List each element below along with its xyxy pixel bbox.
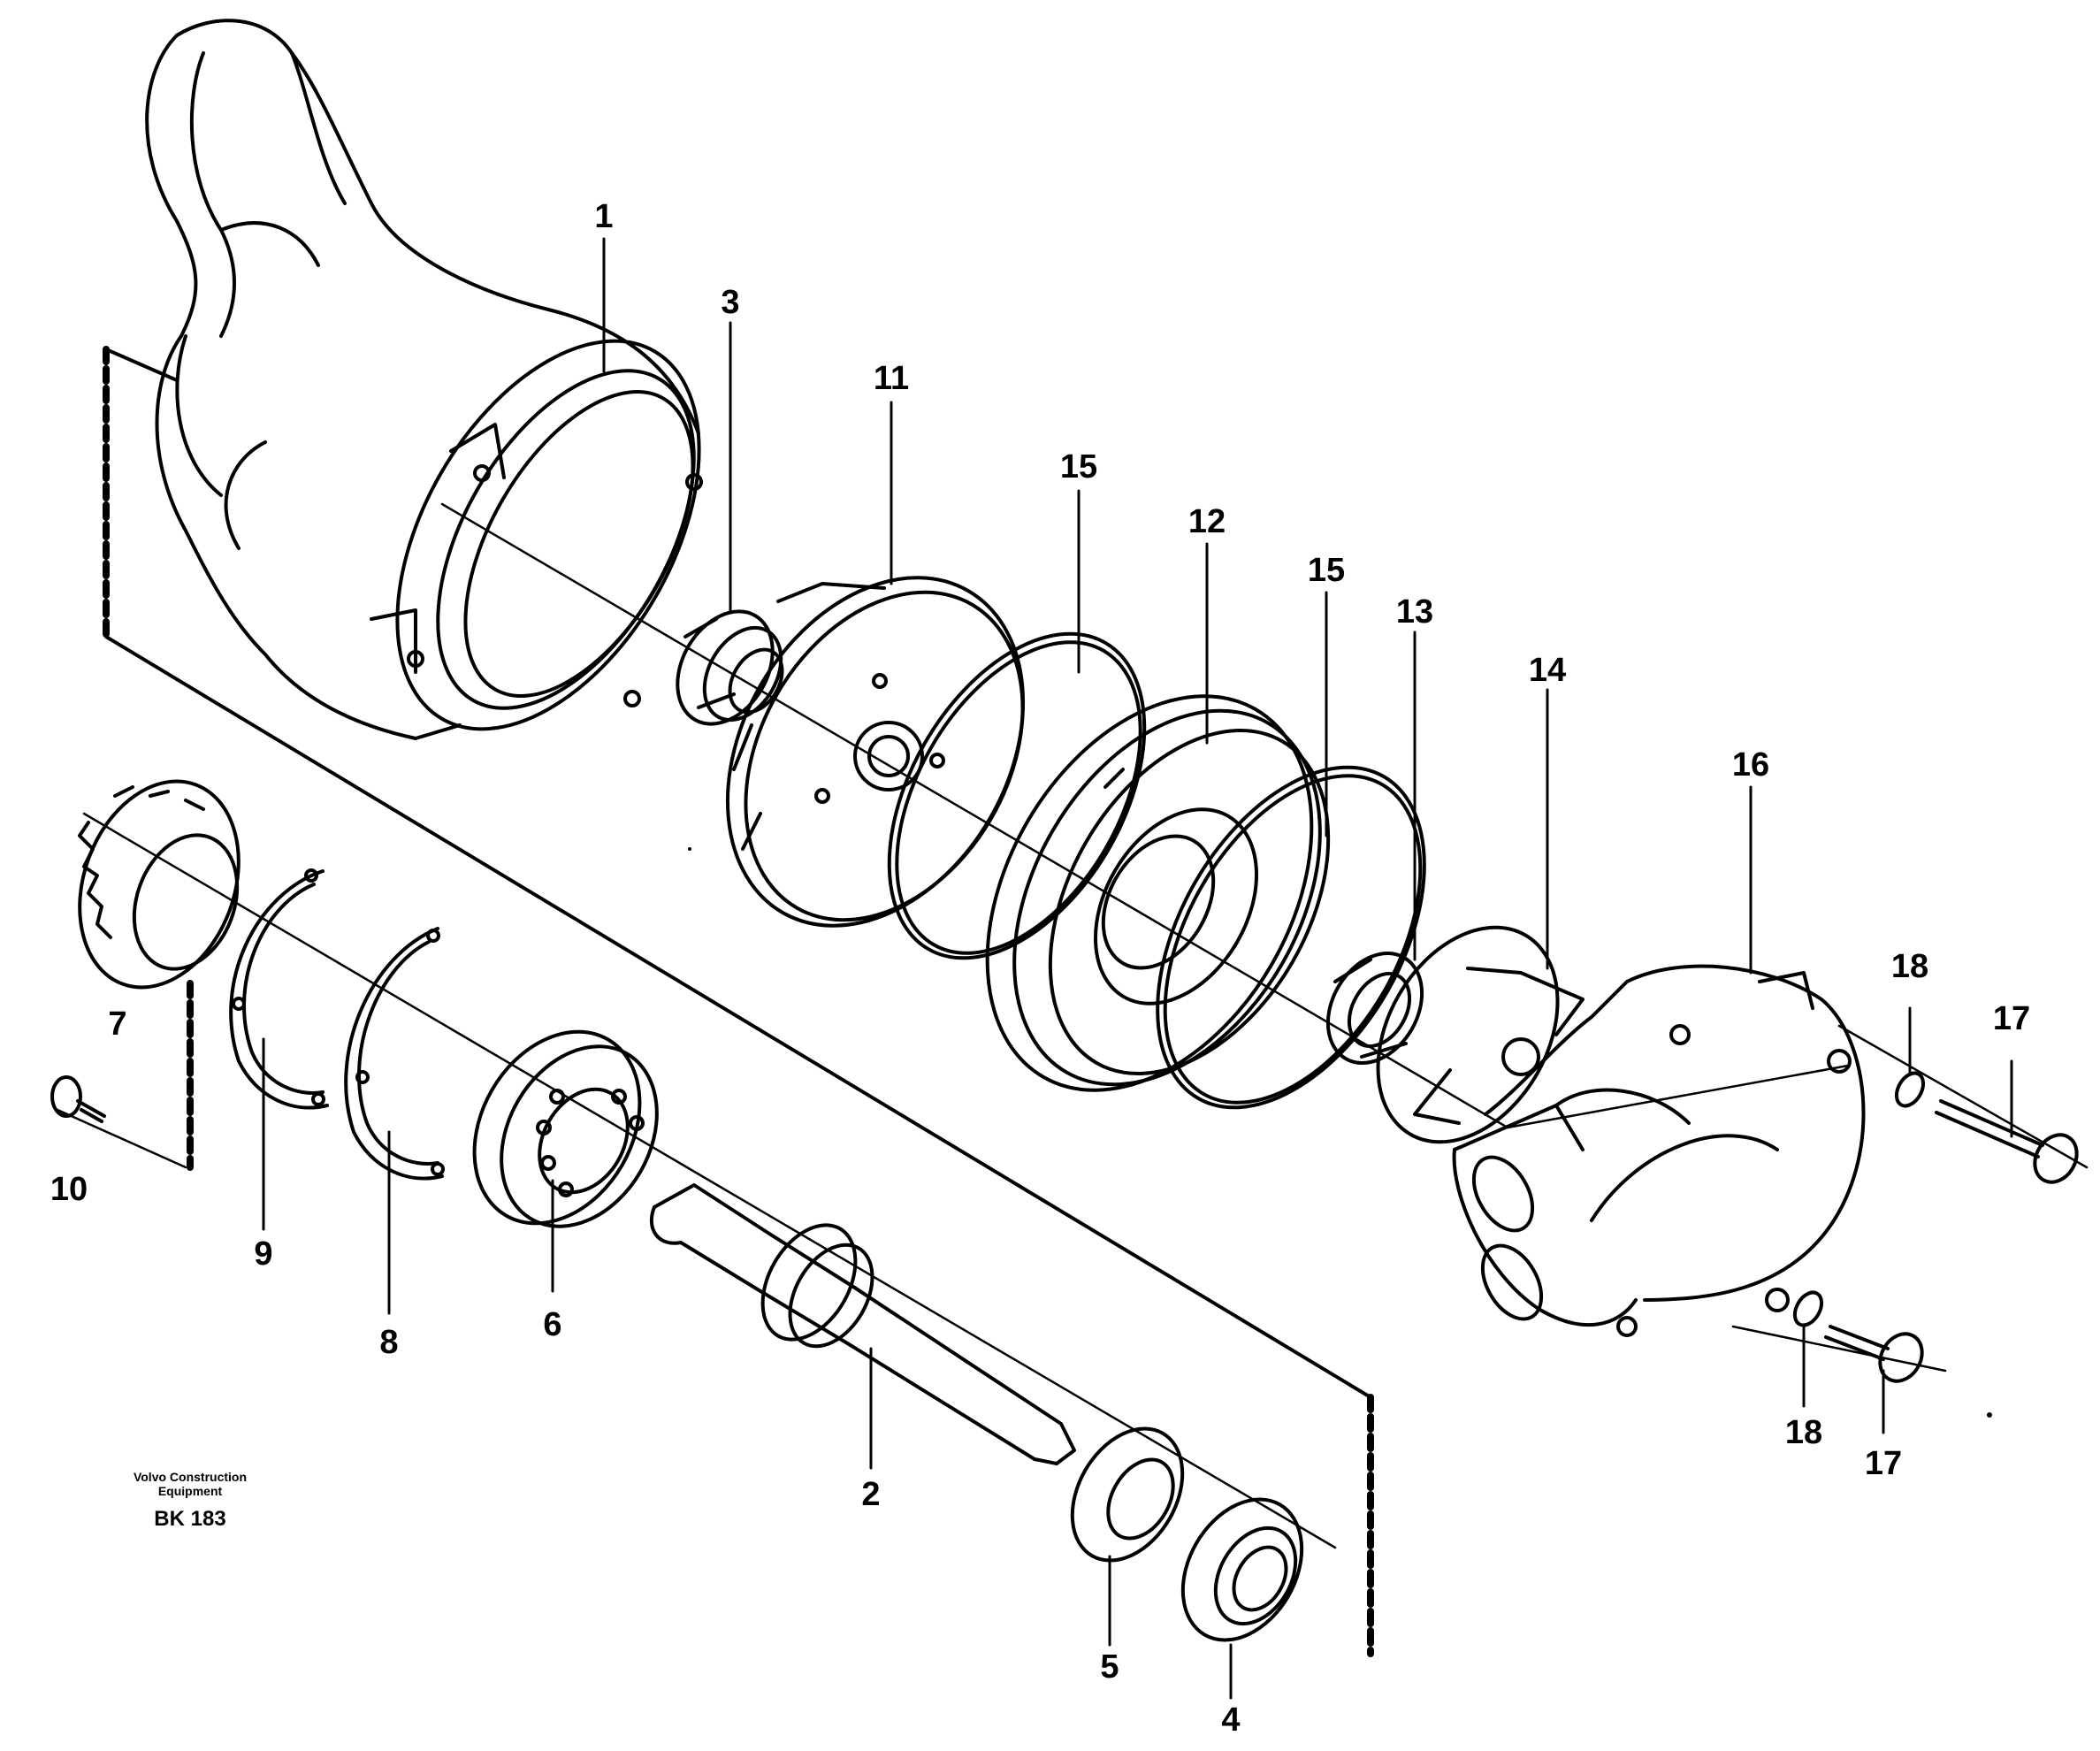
part-1-pump-housing [145,19,703,740]
part-4-bearing [1180,1497,1304,1642]
part-16-pump-cover [1452,964,1866,1337]
part-11-cover-plate [725,576,1026,928]
scan-specks [688,847,1992,1418]
part-5-seal-ring [1070,1426,1185,1563]
callout-14: 14 [1528,652,1567,689]
callout-17-lower: 17 [1864,1445,1903,1482]
callout-5: 5 [1100,1648,1119,1686]
part-8-half-ring [344,927,445,1181]
callout-13: 13 [1395,593,1434,631]
callout-9: 9 [254,1235,273,1273]
callout-15-front: 15 [1059,448,1098,486]
part-3-seal [676,609,784,726]
callout-7: 7 [108,1005,127,1043]
part-17-bolt-upper [1935,1099,2079,1184]
callout-leaders [262,237,2013,1700]
callout-15-rear: 15 [1307,552,1346,589]
part-6-bearing [472,1029,659,1228]
assembly-boundary [103,346,1374,1657]
callout-10: 10 [50,1171,88,1208]
part-12-impeller-shroud [985,694,1331,1092]
callout-18-lower: 18 [1784,1414,1823,1451]
part-14-impeller [1376,925,1585,1144]
part-2-shaft [649,1183,1076,1465]
brand-subtitle: Equipment [157,1484,223,1498]
part-18-washer-lower [1792,1290,1824,1327]
assembly-axis [56,502,2089,1549]
callout-3: 3 [721,284,740,321]
callout-17-upper: 17 [1992,1000,2031,1037]
callout-16: 16 [1731,746,1770,784]
part-10-screw [50,1075,106,1123]
callout-6: 6 [543,1306,562,1343]
drawing-code: BK 183 [154,1507,226,1531]
part-17-bolt-lower [1824,1325,1924,1383]
callout-1: 1 [594,198,614,235]
brand-block: Volvo Construction Equipment BK 183 [134,1470,247,1532]
callout-2: 2 [861,1476,881,1513]
part-15-o-ring-front [887,631,1147,960]
part-13-bushing [1325,952,1424,1065]
callout-4: 4 [1221,1701,1241,1739]
callout-12: 12 [1187,503,1226,540]
callout-18-upper: 18 [1890,948,1929,985]
callout-8: 8 [379,1324,399,1361]
part-15-o-ring-rear [1156,765,1426,1110]
part-9-half-ring [229,868,329,1110]
part-18-washer-upper [1894,1071,1926,1108]
brand-name: Volvo Construction [133,1470,248,1484]
callout-11: 11 [873,360,910,397]
part-7-gear [78,779,241,990]
